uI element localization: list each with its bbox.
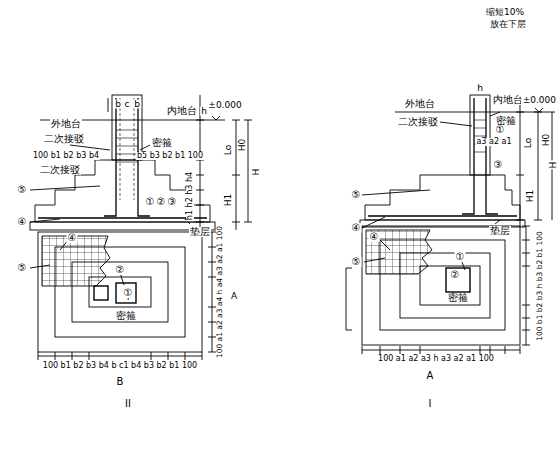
dimension-label: H1 (526, 189, 535, 204)
dimension-label: A (230, 292, 238, 301)
dimension-label: 垫层 (489, 226, 511, 236)
dimension-label: 100 b1 b2 b3 b4 b c1 b4 b3 b2 b1 100 (42, 362, 198, 370)
dimension-label: ⑤ (351, 190, 362, 200)
dimension-label: h1 h2 h3 h4 (186, 171, 194, 221)
dimension-label: ⑤ (351, 257, 362, 267)
dimension-label: ④ (351, 223, 362, 233)
dimension-label: II (124, 399, 132, 409)
dimension-label: 密箍 (151, 138, 173, 148)
dimension-label: 垫层 (189, 227, 211, 237)
dimension-label: 二次接驳 (43, 134, 85, 144)
dimension-label: h (476, 84, 484, 93)
dimension-label: 内地台 (492, 95, 524, 105)
dimension-label: A (426, 371, 435, 381)
dimension-label: B (116, 377, 125, 387)
dimension-label: b (133, 100, 141, 109)
dimension-label: a3 a2 a1 (475, 138, 512, 146)
dimension-label: ③ (493, 160, 504, 170)
dimension-label: H0 (238, 138, 247, 153)
dimension-label: 100 b1 b2 b3 h b3 b2 b1 100 (536, 230, 544, 342)
dimension-label: ② (156, 197, 167, 207)
dimension-label: b5 b3 b2 b1 100 (136, 152, 204, 160)
dimension-label: ② (115, 265, 126, 275)
dimension-label: 内地台 (166, 106, 198, 116)
dimension-label: 二次接驳 (397, 117, 439, 127)
dimension-label: 密箍 (115, 311, 137, 321)
dimension-label: c (124, 100, 131, 109)
dimension-label: 100 b1 b2 b3 b4 (32, 152, 100, 160)
dimension-label: 100 a1 a2 a3 a4 h a4 a3 a2 a1 100 (216, 225, 224, 359)
dimension-label: ±0.000 (522, 96, 557, 105)
dimension-label: ⑤ (17, 185, 28, 195)
dimension-label: ① (145, 197, 156, 207)
dimension-label: ① (455, 252, 466, 262)
dimension-label: Lo (224, 144, 233, 156)
dimension-label: b (114, 100, 122, 109)
dimension-label: H (548, 161, 557, 170)
dimension-label: H1 (224, 193, 233, 208)
dimension-label: ④ (369, 232, 380, 242)
dimension-label: H0 (542, 133, 551, 148)
dimension-label: H (252, 168, 261, 177)
dimension-label: ③ (167, 197, 178, 207)
dimension-label: ④ (67, 233, 78, 243)
dimension-label: Lo (524, 137, 533, 149)
dimension-label: h (200, 107, 208, 116)
dimension-label: ⑤ (17, 263, 28, 273)
dimension-label: 放在下层 (489, 20, 527, 29)
dimension-label: 二次接驳 (39, 165, 81, 175)
dimension-label: 外地台 (404, 99, 436, 109)
dimension-label: 密箍 (447, 293, 469, 303)
dimension-label: ① (123, 288, 134, 298)
dimension-label: ±0.000 (207, 101, 242, 110)
dimension-label: 100 a1 a2 a3 h a3 a2 a1 100 (377, 355, 495, 363)
dimension-label: 外地台 (50, 119, 82, 129)
dimension-label: 缩短10% (485, 8, 525, 17)
dimension-label: ④ (17, 217, 28, 227)
dimension-label: ① (495, 125, 506, 135)
dimension-label: I (428, 399, 433, 409)
dimension-label: ② (450, 270, 461, 280)
